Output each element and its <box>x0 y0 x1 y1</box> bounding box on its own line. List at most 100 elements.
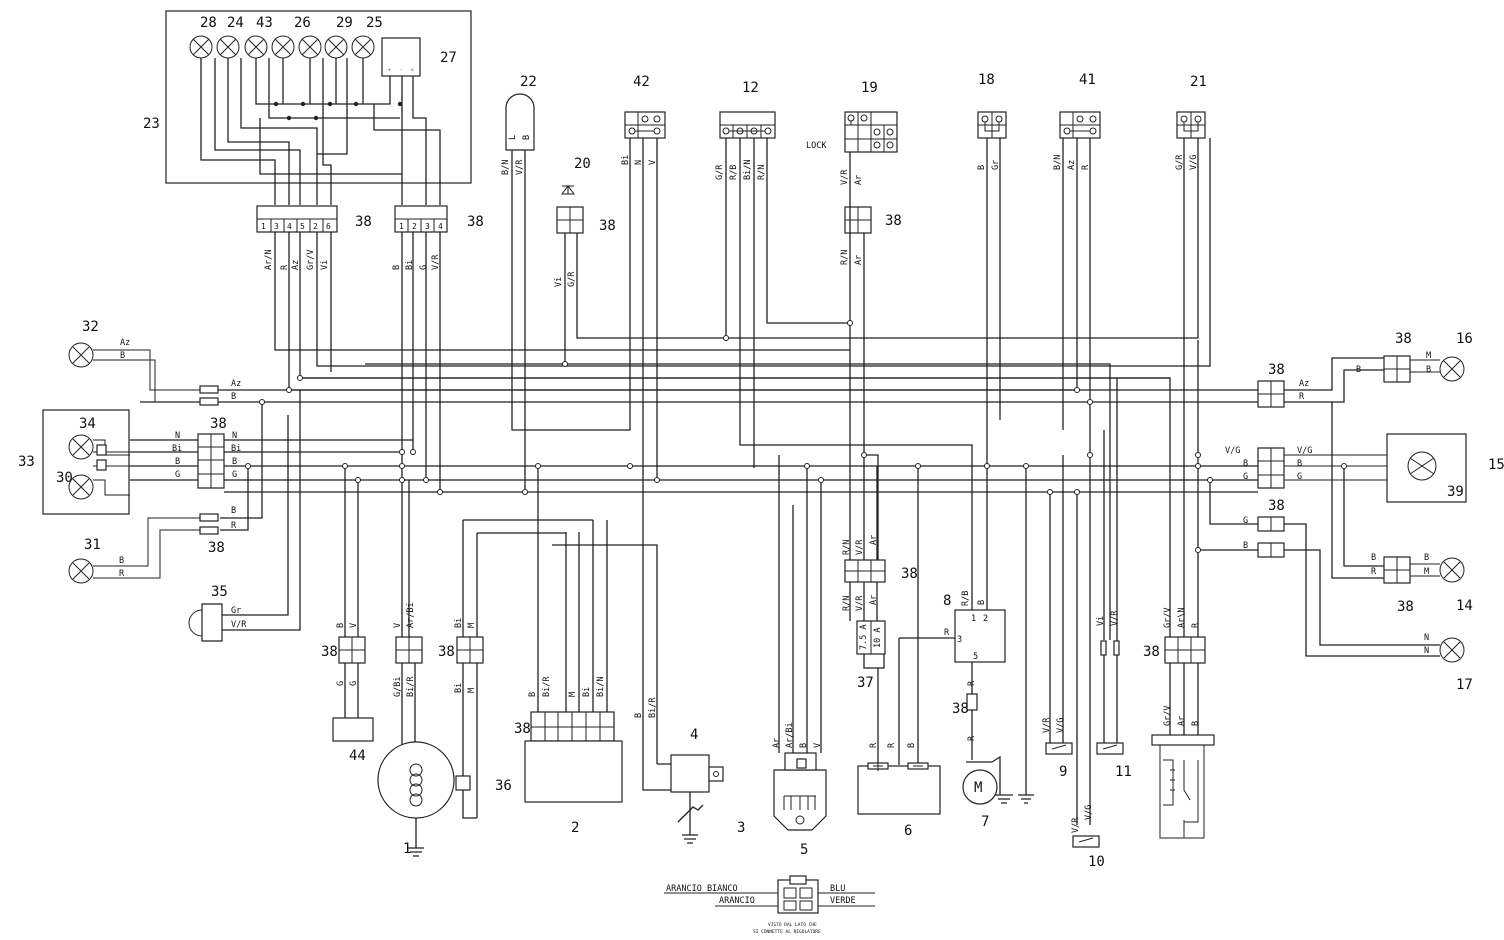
component-number-10: 10 <box>1088 854 1105 870</box>
wire-color-label: N <box>634 160 644 165</box>
pin: 2 <box>412 222 417 231</box>
wire-color-label: N <box>175 431 180 441</box>
wire-color-label: M <box>467 623 477 628</box>
wire-color-label: Bi <box>621 155 631 165</box>
wire-color-label: R <box>887 742 897 748</box>
component-number-38: 38 <box>885 213 902 229</box>
instrument-cluster: +-c <box>165 10 472 205</box>
wire-color-label: Az <box>231 379 241 389</box>
wire-color-label: 5 <box>973 652 978 662</box>
component-number-24: 24 <box>227 15 244 31</box>
component-number-38: 38 <box>1395 331 1412 347</box>
component-number-20: 20 <box>574 156 591 172</box>
component-number-38: 38 <box>467 214 484 230</box>
right-switches <box>1045 378 1124 848</box>
component-number-38: 38 <box>599 218 616 234</box>
wire-color-label: V/G <box>1225 446 1240 456</box>
wire-color-label: B <box>336 623 346 628</box>
wire-color-label: B <box>1243 541 1248 551</box>
wire-color-label: Ar <box>772 738 782 748</box>
wire-color-label: Ar/Bi <box>406 602 416 628</box>
wire-color-label: B <box>1297 459 1302 469</box>
wire-color-label: G/Bi <box>393 677 403 697</box>
pin: 5 <box>300 222 305 231</box>
component-number-29: 29 <box>336 15 353 31</box>
component-number-9: 9 <box>1059 764 1067 780</box>
connector-38-four-pin: 1 2 3 4 <box>394 205 448 233</box>
component-number-38: 38 <box>321 644 338 660</box>
pin: 3 <box>274 222 279 231</box>
component-number-37: 37 <box>857 675 874 691</box>
wire-color-label: G/R <box>1175 154 1185 170</box>
wire-color-label: B <box>1426 365 1431 375</box>
pin: 4 <box>287 222 292 231</box>
component-number-38: 38 <box>355 214 372 230</box>
wire-color-label: Gr/V <box>1163 706 1173 726</box>
wire-color-label: B <box>907 743 917 748</box>
connector-38-six-pin: 1 3 4 5 2 6 <box>256 205 338 233</box>
wire-color-label: Vi <box>554 277 564 287</box>
pin: 1 <box>261 222 266 231</box>
wire-color-label: R/N <box>840 250 850 265</box>
component-number-2: 2 <box>571 820 579 836</box>
wire-color-label: B <box>799 743 809 748</box>
svg-text:M: M <box>974 780 982 796</box>
pin: 2 <box>313 222 318 231</box>
component-number-38: 38 <box>901 566 918 582</box>
component-number-21: 21 <box>1190 74 1207 90</box>
wire-color-label: V/R <box>515 159 525 175</box>
component-number-17: 17 <box>1456 677 1473 693</box>
component-number-44: 44 <box>349 748 366 764</box>
pin: 4 <box>438 222 443 231</box>
wire-color-label: R <box>1191 622 1201 628</box>
pin: 3 <box>425 222 430 231</box>
wire-color-label: G <box>419 265 429 270</box>
wire-color-label: Ar <box>854 255 864 265</box>
wire-color-label: Bi/R <box>406 676 416 697</box>
wire-color-label: V/R <box>855 595 865 611</box>
wire-color-label: R/B <box>961 591 971 606</box>
component-number-36: 36 <box>495 778 512 794</box>
component-number-26: 26 <box>294 15 311 31</box>
wire-color-label: Bi <box>172 444 182 454</box>
legend-orange: ARANCIO <box>719 896 755 906</box>
component-number-12: 12 <box>742 80 759 96</box>
wire-color-label: Bi <box>454 683 464 693</box>
wire-color-label: Bi/R <box>542 676 552 697</box>
wire-color-label: Ar <box>1177 716 1187 726</box>
wire-color-label: V <box>648 160 658 165</box>
wire-color-label: Bi <box>405 260 415 270</box>
wire-color-label: Vi <box>1096 616 1106 626</box>
component-number-34: 34 <box>79 416 96 432</box>
wire-color-label: V/G <box>1297 446 1312 456</box>
wire-color-label: R/B <box>729 165 739 180</box>
wire-color-label: V <box>813 743 823 748</box>
wire-color-label: V/R <box>1071 817 1081 833</box>
wire-color-label: Az <box>120 338 130 348</box>
wire-color-label: G/R <box>715 164 725 180</box>
component-number-3: 3 <box>737 820 745 836</box>
component-number-38: 38 <box>1268 362 1285 378</box>
component-number-4: 4 <box>690 727 698 743</box>
component-number-15: 15 <box>1488 457 1504 473</box>
wire-color-label: V/G <box>1189 155 1199 170</box>
wire-color-label: B <box>977 600 987 605</box>
component-number-30: 30 <box>56 470 73 486</box>
wire-color-label: 3 <box>957 635 962 645</box>
wire-color-label: R <box>1299 392 1305 402</box>
component-number-38: 38 <box>1397 599 1414 615</box>
wire-color-label: G <box>175 470 180 480</box>
harness-wires <box>130 138 1258 825</box>
wire-color-label: M <box>1426 351 1431 361</box>
component-number-23: 23 <box>143 116 160 132</box>
wire-color-label: G/R <box>567 271 577 287</box>
component-number-18: 18 <box>978 72 995 88</box>
component-number-39: 39 <box>1447 484 1464 500</box>
wire-color-label: V/R <box>1110 610 1120 626</box>
left-lights <box>42 342 225 642</box>
component-number-1: 1 <box>403 841 411 857</box>
component-number-43: 43 <box>256 15 273 31</box>
component-number-8: 8 <box>943 593 951 609</box>
wire-color-label: B <box>1243 459 1248 469</box>
